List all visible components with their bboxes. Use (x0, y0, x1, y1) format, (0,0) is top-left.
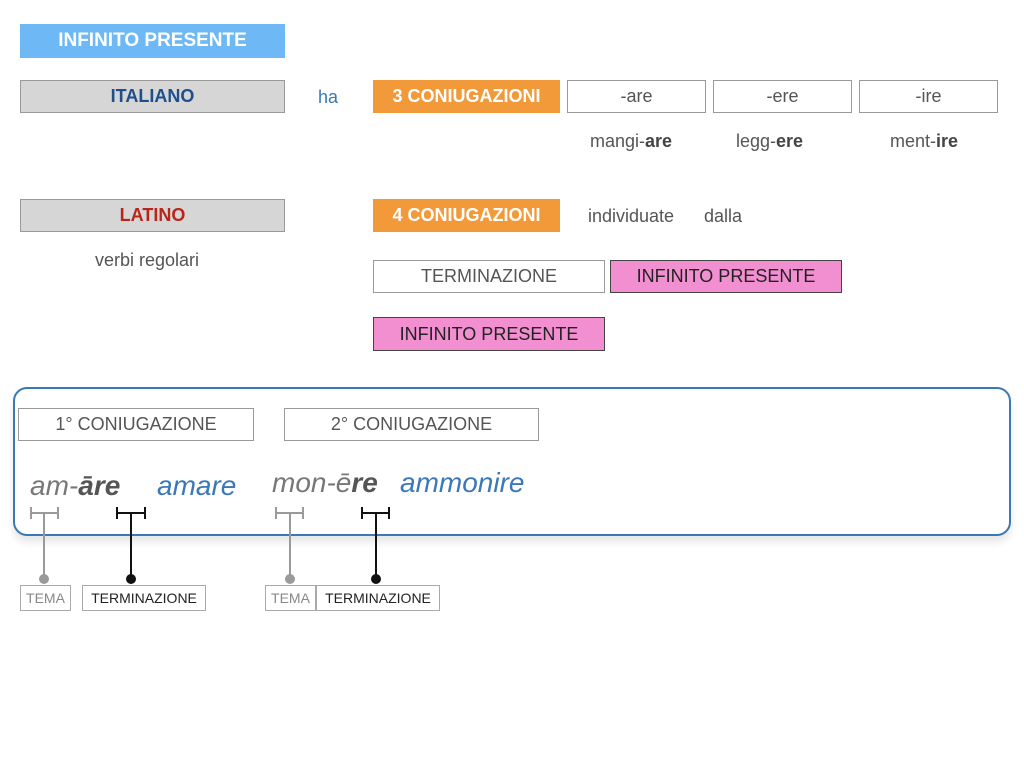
latin-ending-macron: ē (335, 467, 352, 498)
infinito-presente-box: INFINITO PRESENTE (610, 260, 842, 293)
latin-word-monere: mon-ēre (272, 467, 378, 499)
terminazione-label: TERMINAZIONE (82, 585, 206, 611)
latin-ending-rest: re (93, 470, 121, 501)
ha-connector: ha (318, 87, 339, 107)
latin-stem: mon- (272, 467, 336, 498)
translation-amare: amare (157, 470, 237, 501)
second-conjugation-label: 2° CONIUGAZIONE (284, 408, 539, 441)
example-ending: ere (776, 131, 804, 151)
latin-word-amare: am-āre (30, 470, 120, 502)
tema-bracket (30, 507, 59, 584)
tema-bracket (275, 507, 304, 584)
latin-ending: ēre (336, 467, 378, 498)
ending-ire-box: -ire (859, 80, 998, 113)
page-title: INFINITO PRESENTE (20, 24, 285, 58)
example-stem: ment- (890, 131, 937, 151)
example-leggere: legg-ere (736, 131, 803, 152)
latino-label: LATINO (20, 199, 285, 232)
terminazione-bracket (116, 507, 146, 584)
terminazione-bracket (361, 507, 390, 584)
tema-label: TEMA (265, 585, 316, 611)
italiano-label: ITALIANO (20, 80, 285, 113)
latino-coniugazioni-count: 4 CONIUGAZIONI (373, 199, 560, 232)
latin-stem: am- (30, 470, 79, 501)
ending-ere-box: -ere (713, 80, 852, 113)
dalla-text: dalla (704, 206, 743, 226)
first-conjugation-label: 1° CONIUGAZIONE (18, 408, 254, 441)
tema-label: TEMA (20, 585, 71, 611)
example-ending: ire (936, 131, 959, 151)
latin-ending: āre (78, 470, 120, 501)
italiano-coniugazioni-count: 3 CONIUGAZIONI (373, 80, 560, 113)
latin-ending-macron: ā (78, 470, 94, 501)
example-mangiare: mangi-are (590, 131, 672, 152)
verbi-regolari-text: verbi regolari (95, 250, 200, 270)
example-stem: mangi- (590, 131, 646, 151)
example-ending: are (645, 131, 673, 151)
terminazione-box: TERMINAZIONE (373, 260, 605, 293)
example-stem: legg- (736, 131, 777, 151)
example-mentire: ment-ire (890, 131, 958, 152)
individuate-text: individuate (588, 206, 675, 226)
infinito-presente-box-2: INFINITO PRESENTE (373, 317, 605, 351)
ending-are-box: -are (567, 80, 706, 113)
terminazione-label: TERMINAZIONE (316, 585, 440, 611)
latin-ending-rest: re (351, 467, 378, 498)
translation-ammonire: ammonire (400, 467, 525, 498)
